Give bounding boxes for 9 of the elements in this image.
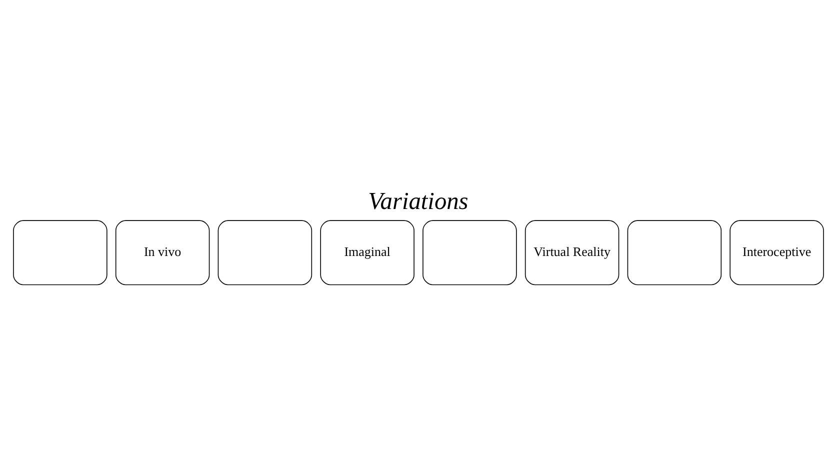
node-box: In vivo: [115, 220, 210, 286]
node-box: [627, 220, 722, 286]
node-box: [422, 220, 517, 286]
diagram-title: Variations: [368, 188, 468, 216]
node-box: Imaginal: [320, 220, 414, 286]
node-box: Virtual Reality: [524, 220, 620, 286]
node-box: [218, 220, 312, 286]
node-box: [13, 220, 108, 286]
node-box: Interoceptive: [730, 220, 824, 286]
